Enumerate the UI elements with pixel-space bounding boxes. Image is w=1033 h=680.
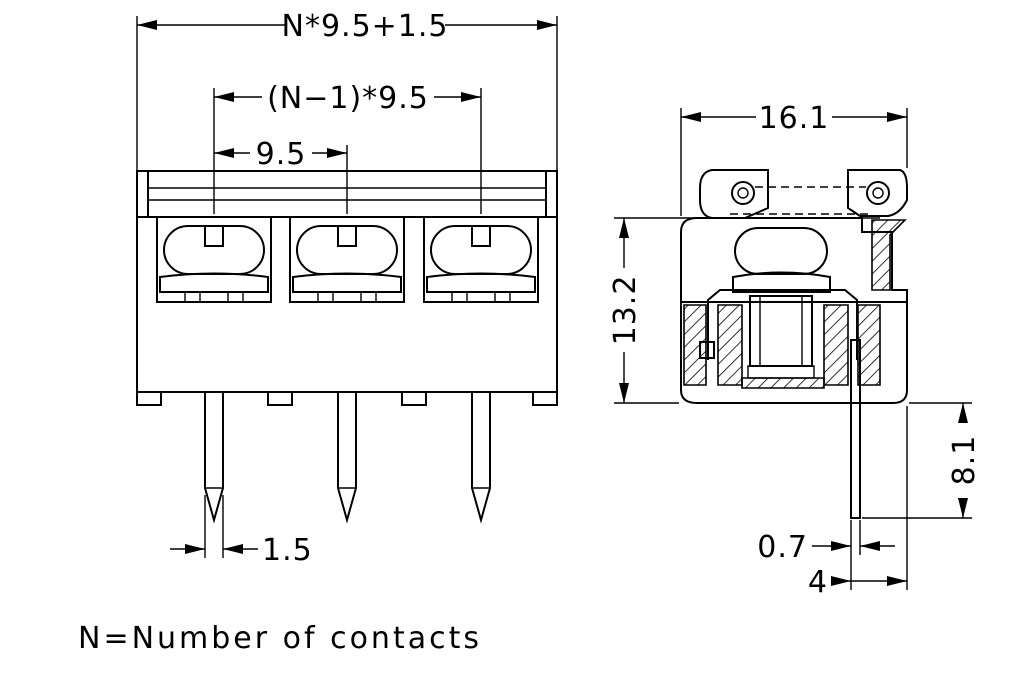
dimension-pin-width: 1.5 — [170, 495, 313, 568]
dimension-pin-offset: 4 — [808, 406, 908, 600]
dimension-height: 13.2 — [608, 217, 880, 404]
overall-width-label: N*9.5+1.5 — [282, 9, 449, 44]
side-width-label: 16.1 — [759, 101, 830, 136]
side-housing — [680, 217, 908, 404]
dimension-side-width: 16.1 — [680, 101, 908, 216]
side-view: 16.1 13.2 8.1 — [608, 101, 982, 600]
screw-head-icon — [430, 225, 532, 275]
pin-width-label: 1.5 — [262, 533, 313, 568]
terminal-cell-1 — [156, 216, 272, 303]
side-pin — [850, 339, 861, 519]
screw-head-icon — [163, 225, 265, 275]
contacts-note: N=Number of contacts — [78, 621, 482, 656]
pitch-span-label: (N−1)*9.5 — [267, 81, 429, 116]
pitch-label: 9.5 — [256, 137, 307, 172]
pin-length-label: 8.1 — [947, 435, 982, 486]
pin-3 — [471, 392, 491, 524]
dimension-pin-length: 8.1 — [862, 402, 982, 519]
height-label: 13.2 — [608, 275, 643, 346]
pin-2 — [337, 392, 357, 524]
pin-offset-label: 4 — [808, 565, 828, 600]
terminal-cell-3 — [423, 216, 539, 303]
dimension-overall-width: N*9.5+1.5 — [136, 9, 558, 170]
pivot-hole-icon — [731, 181, 755, 205]
dimension-pitch-span: (N−1)*9.5 — [213, 81, 482, 214]
pin-thickness-label: 0.7 — [757, 530, 808, 565]
pin-1 — [204, 392, 224, 524]
front-view: N*9.5+1.5 (N−1)*9.5 9.5 — [136, 9, 558, 568]
dimension-pin-thickness: 0.7 — [757, 520, 895, 590]
screw-head-icon — [734, 227, 828, 275]
dimension-pitch: 9.5 — [214, 137, 348, 214]
pivot-hole-icon — [866, 181, 890, 205]
screw-head-icon — [296, 225, 398, 275]
terminal-cell-2 — [289, 216, 405, 303]
